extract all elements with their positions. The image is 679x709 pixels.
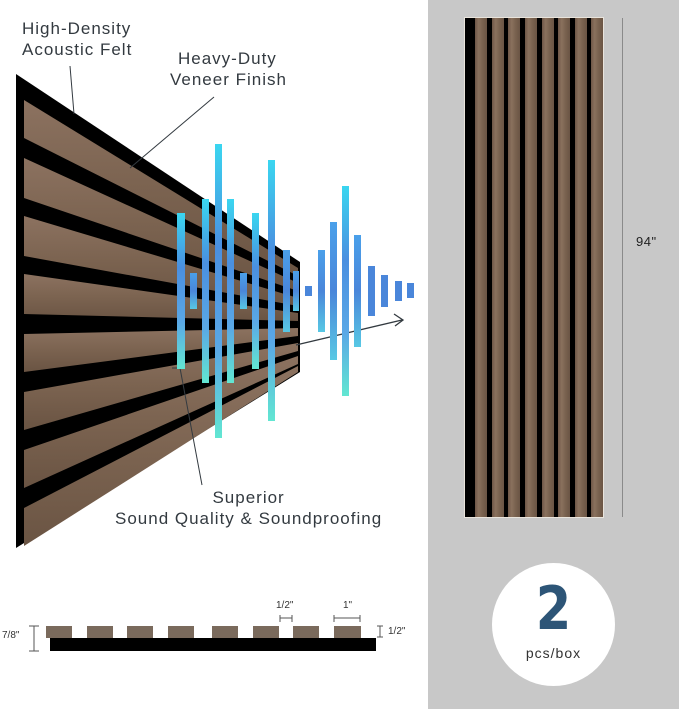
quantity-unit: pcs/box bbox=[525, 645, 582, 661]
veneer-label-line-2: Veneer Finish bbox=[170, 70, 287, 89]
slat-width-label: 1" bbox=[343, 600, 353, 611]
sound-wave-bars bbox=[177, 144, 414, 438]
veneer-callout-label: Heavy-Duty Veneer Finish bbox=[170, 48, 287, 90]
felt-callout-label: High-Density Acoustic Felt bbox=[22, 18, 132, 60]
veneer-callout-line bbox=[129, 96, 215, 169]
felt-label-line-2: Acoustic Felt bbox=[22, 40, 133, 59]
felt-callout-line bbox=[69, 65, 75, 115]
front-slat bbox=[525, 18, 537, 517]
gap-width-label: 1/2" bbox=[276, 600, 294, 611]
left-illustration-panel: High-Density Acoustic Felt Heavy-Duty Ve… bbox=[2, 18, 414, 652]
front-view-panel bbox=[465, 18, 603, 517]
front-slat bbox=[492, 18, 504, 517]
felt-label-line-1: High-Density bbox=[22, 19, 132, 38]
slat-thickness-label: 1/2" bbox=[388, 626, 406, 637]
cross-section-diagram bbox=[29, 615, 383, 652]
height-label: 94" bbox=[636, 234, 657, 249]
front-slat bbox=[508, 18, 520, 517]
cross-section-slats bbox=[46, 626, 361, 638]
front-slat bbox=[591, 18, 603, 517]
sound-label-line-2: Sound Quality & Soundproofing bbox=[115, 509, 383, 528]
cross-section-felt bbox=[50, 638, 376, 651]
front-slat bbox=[475, 18, 487, 517]
veneer-label-line-1: Heavy-Duty bbox=[178, 49, 277, 68]
quantity-badge: 2 pcs/box bbox=[492, 563, 615, 686]
total-thickness-label: 7/8" bbox=[2, 630, 20, 641]
angled-panel-illustration bbox=[16, 65, 414, 548]
sound-callout-label: Superior Sound Quality & Soundproofing bbox=[115, 487, 382, 529]
quantity-number: 2 bbox=[535, 574, 572, 644]
front-slat bbox=[558, 18, 570, 517]
sound-label-line-1: Superior bbox=[212, 488, 285, 507]
front-slat bbox=[542, 18, 554, 517]
height-dimension-line bbox=[622, 18, 623, 517]
front-slat bbox=[575, 18, 587, 517]
